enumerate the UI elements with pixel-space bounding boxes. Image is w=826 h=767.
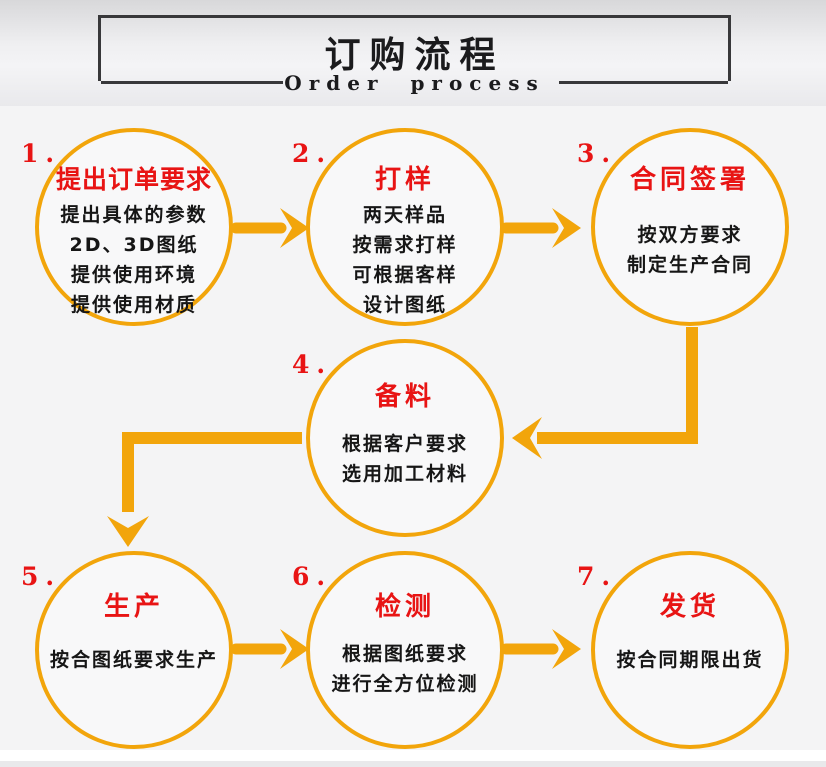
title-box-border-right-segment [559,81,728,84]
step-detail-line: 制定生产合同 [626,254,753,276]
step-details: 按合图纸要求生产 [50,645,218,675]
step-detail-line: 可根据客样 [352,264,458,286]
step-circle: 打样 两天样品按需求打样可根据客样设计图纸 [306,128,504,326]
step-detail-line: 进行全方位检测 [331,673,479,695]
step-5-production: 5. 生产 按合图纸要求生产 [21,551,233,749]
arrow-step3-to-step4 [512,327,698,459]
step-detail-line: 两天样品 [362,204,447,226]
step-detail-line: 按需求打样 [352,234,458,256]
step-detail-line: 2D、3D图纸 [69,234,199,256]
step-details: 根据图纸要求进行全方位检测 [331,639,478,699]
step-details: 按合同期限出货 [616,645,763,675]
step-number: 4. [292,350,333,379]
step-7-shipping: 7. 发货 按合同期限出货 [577,551,789,749]
title-box-border-left-segment [101,81,283,84]
step-detail-line: 按双方要求 [637,224,743,246]
arrow-step5-to-step6 [230,629,309,669]
arrow-step6-to-step7 [500,629,581,669]
step-number: 7. [577,562,618,591]
step-details: 提出具体的参数 2D、3D图纸提供使用环境提供使用材质 [60,200,207,320]
step-3-contract-signing: 3. 合同签署 按双方要求制定生产合同 [577,128,789,326]
step-2-sampling: 2. 打样 两天样品按需求打样可根据客样设计图纸 [292,128,504,326]
step-title: 检测 [374,592,435,622]
step-circle: 生产 按合图纸要求生产 [35,551,233,749]
step-detail-line: 按合同期限出货 [616,649,764,671]
step-number: 1. [21,139,62,168]
step-1-order-requirements: 1. 提出订单要求 提出具体的参数 2D、3D图纸提供使用环境提供使用材质 [21,128,233,326]
step-detail-line: 提出具体的参数 [60,204,208,226]
arrow-step4-to-step5 [107,432,302,547]
step-detail-line: 设计图纸 [362,294,447,316]
step-details: 根据客户要求选用加工材料 [342,429,468,489]
step-number: 3. [577,139,618,168]
step-title: 提出订单要求 [55,165,212,194]
arrow-step2-to-step3 [500,208,581,248]
page-subtitle: Order process [284,71,545,95]
step-detail-line: 选用加工材料 [341,463,468,485]
step-number: 2. [292,139,333,168]
arrow-step1-to-step2 [230,208,309,248]
step-circle: 合同签署 按双方要求制定生产合同 [591,128,789,326]
step-number: 5. [21,562,62,591]
step-title: 发货 [659,592,720,622]
step-title: 生产 [103,592,164,622]
step-detail-line: 根据客户要求 [341,433,468,455]
step-detail-line: 按合图纸要求生产 [49,649,218,671]
page-title: 订购流程 [324,34,505,76]
step-detail-line: 提供使用材质 [70,294,197,316]
step-circle: 备料 根据客户要求选用加工材料 [306,339,504,537]
step-details: 两天样品按需求打样可根据客样设计图纸 [352,200,457,320]
header-band: 订购流程 Order process [0,0,826,106]
title-box: 订购流程 Order process [98,15,731,95]
step-number: 6. [292,562,333,591]
footer-white-strip [0,750,826,761]
step-4-material-preparation: 4. 备料 根据客户要求选用加工材料 [292,339,504,537]
step-detail-line: 提供使用环境 [70,264,197,286]
step-title: 合同签署 [629,165,750,195]
step-circle: 提出订单要求 提出具体的参数 2D、3D图纸提供使用环境提供使用材质 [35,128,233,326]
step-6-inspection: 6. 检测 根据图纸要求进行全方位检测 [292,551,504,749]
footer-grey-strip [0,761,826,767]
step-circle: 检测 根据图纸要求进行全方位检测 [306,551,504,749]
step-details: 按双方要求制定生产合同 [627,220,753,280]
step-title: 备料 [374,382,435,412]
step-detail-line: 根据图纸要求 [341,643,468,665]
step-circle: 发货 按合同期限出货 [591,551,789,749]
step-title: 打样 [374,165,435,195]
